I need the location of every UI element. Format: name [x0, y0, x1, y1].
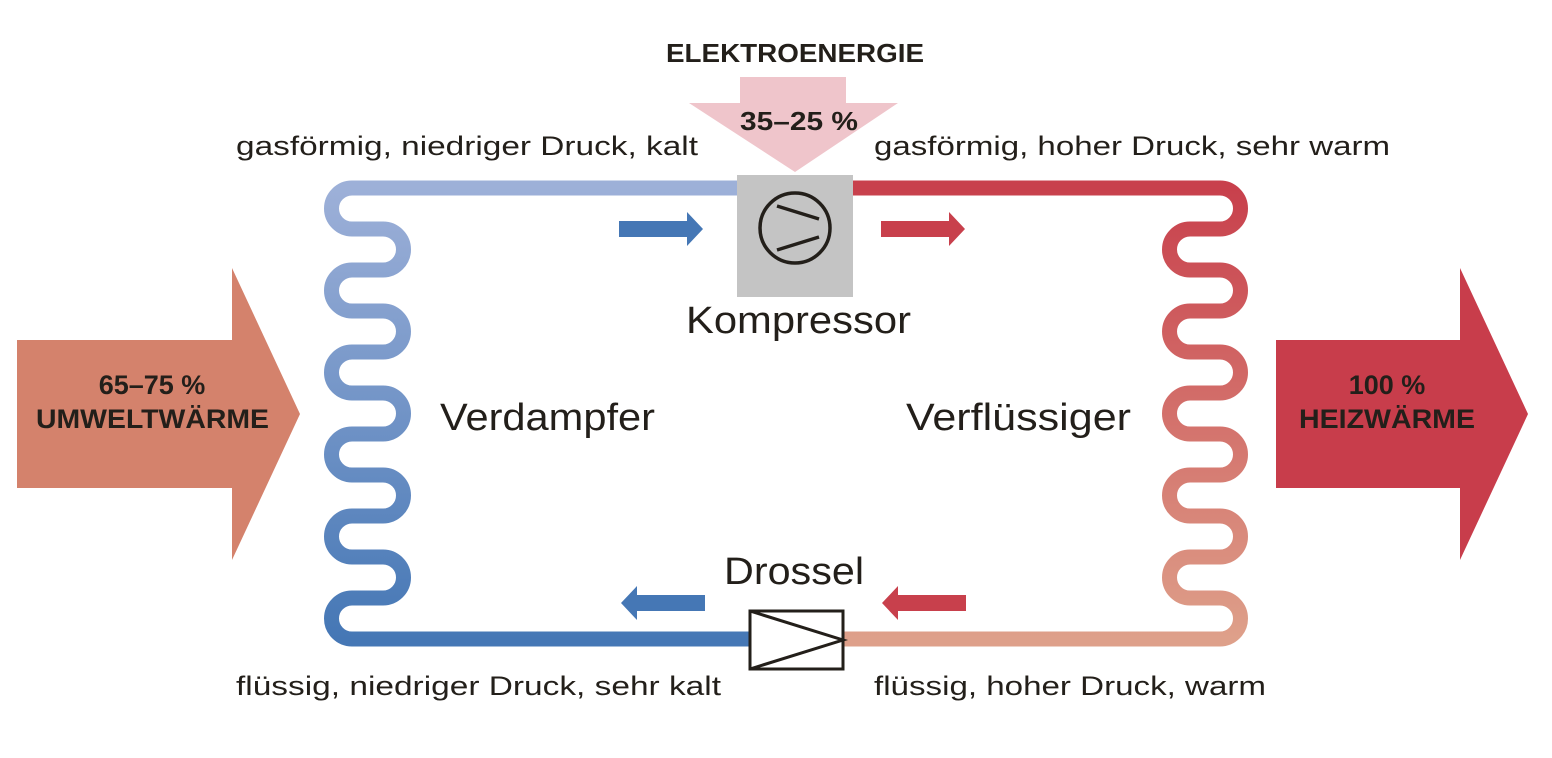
- flow-arrow-right-blue: [619, 212, 703, 246]
- electric-energy-percent: 35–25 %: [740, 106, 858, 136]
- ambient-heat-arrow: [17, 268, 300, 560]
- state-top-right: gasförmig, hoher Druck, sehr warm: [874, 131, 1390, 161]
- flow-arrow-left-red: [882, 586, 966, 620]
- flow-arrow-left-blue: [621, 586, 705, 620]
- evaporator-coil: [324, 180, 750, 647]
- state-bottom-left: flüssig, niedriger Druck, sehr kalt: [236, 671, 722, 701]
- throttle-icon: [748, 609, 849, 671]
- flow-arrow-right-red: [881, 212, 965, 246]
- evaporator-label: Verdampfer: [440, 397, 655, 439]
- ambient-heat-percent: 65–75 %: [99, 370, 206, 400]
- electric-energy-title: ELEKTROENERGIE: [666, 38, 924, 68]
- state-bottom-right: flüssig, hoher Druck, warm: [874, 671, 1266, 701]
- ambient-heat-label: UMWELTWÄRME: [36, 404, 269, 434]
- state-top-left: gasförmig, niedriger Druck, kalt: [236, 131, 699, 161]
- compressor-box: [737, 175, 853, 297]
- condenser-coil: [843, 180, 1248, 647]
- electric-energy-arrow: [689, 77, 898, 172]
- throttle-label: Drossel: [724, 551, 864, 593]
- compressor-icon: [758, 191, 832, 265]
- condenser-label: Verflüssiger: [906, 397, 1131, 439]
- heating-output-label: HEIZWÄRME: [1299, 404, 1475, 434]
- heating-output-percent: 100 %: [1349, 370, 1426, 400]
- heating-output-arrow: [1276, 268, 1528, 560]
- compressor-label: Kompressor: [686, 300, 911, 342]
